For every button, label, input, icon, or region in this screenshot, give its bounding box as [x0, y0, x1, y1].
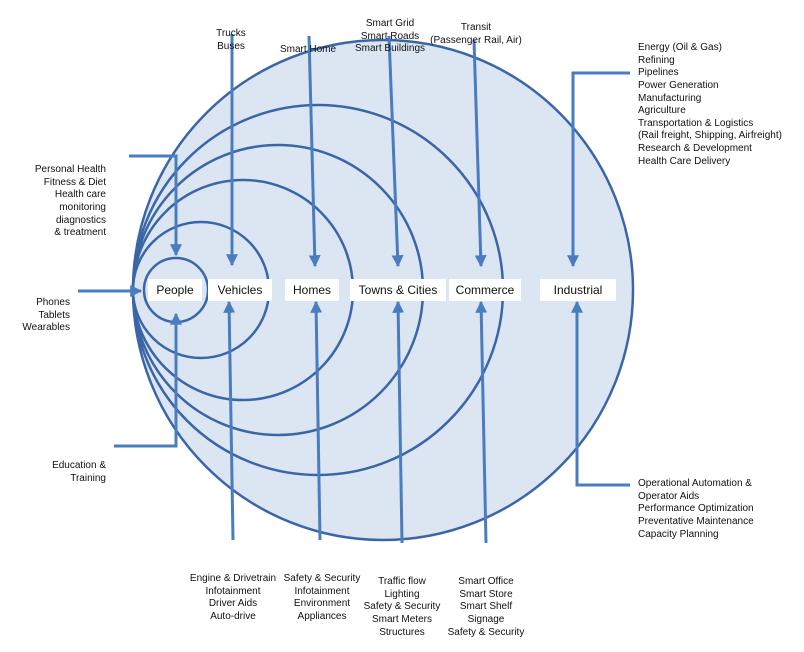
- arrow-towns-bottom: [392, 300, 405, 544]
- ring-label-vehicles: Vehicles: [208, 279, 272, 301]
- callout-homes-top: Smart Home: [279, 44, 337, 56]
- arrow-commerce-bottom: [475, 300, 488, 544]
- ring-label-homes: Homes: [285, 279, 339, 301]
- arrow-industrial-top: [567, 71, 630, 268]
- arrow-vehicles-bottom: [223, 300, 236, 541]
- ring-label-people: People: [148, 279, 202, 301]
- arrow-people-top: [129, 154, 182, 257]
- arrow-homes-bottom: [310, 300, 323, 541]
- callout-commerce-top: Transit(Passenger Rail, Air): [430, 22, 522, 46]
- ring-label-towns-cities: Towns & Cities: [350, 279, 446, 301]
- ring-label-commerce: Commerce: [449, 279, 521, 301]
- arrow-towns-top: [387, 35, 404, 268]
- callout-people-bottom: Education &Training: [52, 460, 106, 484]
- arrow-homes-top: [307, 35, 321, 268]
- arrow-commerce-top: [472, 39, 487, 268]
- arrow-industrial-bottom: [571, 300, 630, 487]
- ring-label-industrial: Industrial: [540, 279, 616, 301]
- arrow-people-bottom: [114, 312, 182, 448]
